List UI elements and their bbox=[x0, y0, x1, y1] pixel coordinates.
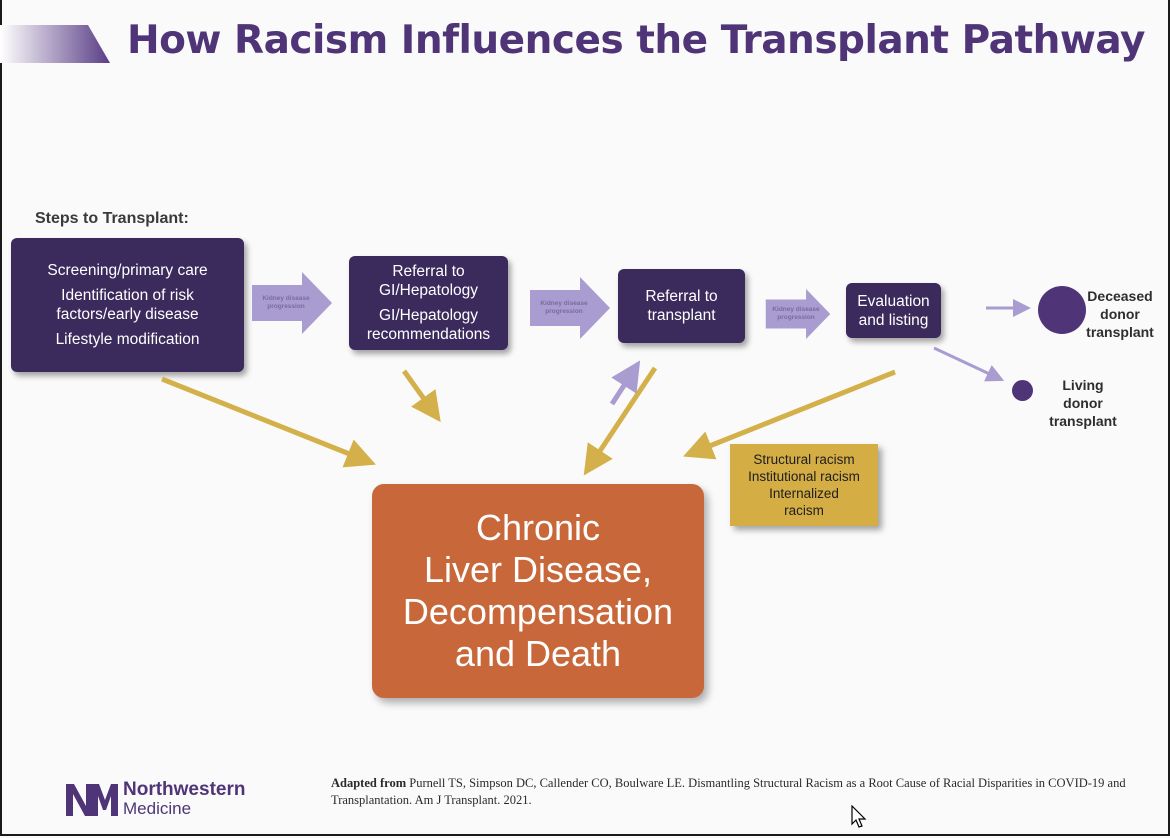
citation-text: Purnell TS, Simpson DC, Callender CO, Bo… bbox=[331, 776, 1126, 807]
chronic-line-3: Decompensation bbox=[402, 591, 674, 632]
racism-line-4: racism bbox=[784, 503, 824, 518]
step-evaluation-box: Evaluation and listing bbox=[846, 283, 941, 338]
racism-line-2: Institutional racism bbox=[748, 469, 860, 484]
step-2-line-1: Referral to GI/Hepatology bbox=[378, 263, 479, 299]
chronic-line-1: Chronic bbox=[475, 507, 601, 548]
step-referral-transplant-box: Referral to transplant bbox=[618, 269, 745, 343]
chronic-liver-disease-box: Chronic Liver Disease, Decompensation an… bbox=[372, 484, 704, 698]
living-donor-circle bbox=[1012, 380, 1033, 401]
progression-label-2: Kidney disease progression bbox=[540, 300, 588, 315]
progression-label-3: Kidney disease progression bbox=[772, 306, 820, 321]
deceased-donor-circle bbox=[1038, 286, 1086, 334]
progression-arrow-1 bbox=[252, 272, 332, 334]
racism-line-3: Internalized bbox=[769, 486, 839, 501]
citation: Adapted from Purnell TS, Simpson DC, Cal… bbox=[331, 775, 1161, 809]
step-referral-gi-box: Referral to GI/Hepatology GI/Hepatology … bbox=[349, 256, 508, 350]
step-2-line-2: GI/Hepatology recommendations bbox=[366, 307, 491, 343]
step-screening-box: Screening/primary care Identification of… bbox=[11, 238, 244, 372]
mouse-cursor-icon bbox=[851, 805, 867, 828]
step-1-line-1: Screening/primary care bbox=[47, 262, 208, 279]
title-accent-bar bbox=[0, 25, 110, 63]
progression-label-1: Kidney disease progression bbox=[262, 295, 310, 310]
chronic-line-2: Liver Disease, bbox=[423, 549, 653, 590]
steps-label: Steps to Transplant: bbox=[35, 210, 189, 227]
logo-sub: Medicine bbox=[123, 799, 192, 818]
step-1-line-2: Identification of risk factors/early dis… bbox=[56, 287, 199, 323]
racism-types-box: Structural racism Institutional racism I… bbox=[730, 444, 878, 526]
logo-name: Northwestern bbox=[123, 779, 246, 800]
slide-title: How Racism Influences the Transplant Pat… bbox=[127, 18, 1145, 63]
citation-lead: Adapted from bbox=[331, 776, 407, 790]
progression-arrow-3 bbox=[765, 289, 831, 339]
northwestern-logo-icon bbox=[66, 784, 118, 816]
deceased-donor-label: Deceased donor transplant bbox=[1086, 288, 1154, 340]
progression-arrow-2 bbox=[530, 277, 610, 339]
racism-line-1: Structural racism bbox=[753, 452, 855, 467]
step-1-line-3: Lifestyle modification bbox=[55, 331, 200, 348]
step-4-line-1: Evaluation and listing bbox=[857, 292, 930, 329]
step-3-line-1: Referral to transplant bbox=[645, 288, 718, 324]
living-donor-label: Living donor transplant bbox=[1049, 377, 1117, 429]
chronic-line-4: and Death bbox=[454, 633, 622, 674]
